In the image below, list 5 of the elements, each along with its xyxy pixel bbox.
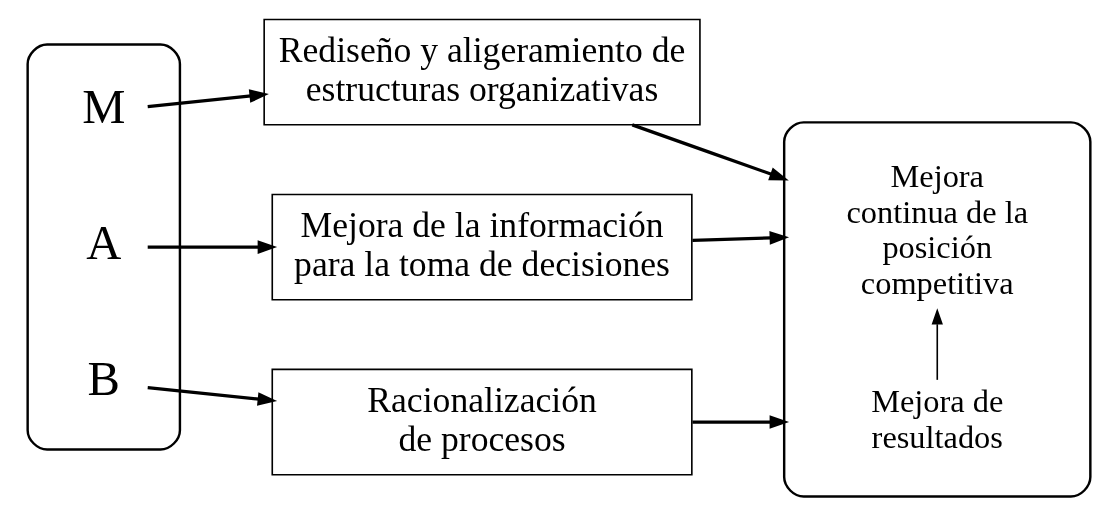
- node-text: M: [82, 79, 126, 134]
- node-text: Mejora de resultados: [871, 382, 1004, 455]
- node-text: B: [87, 351, 120, 406]
- node-text: Mejora continua de la posición competitiva: [846, 157, 1029, 301]
- node-text: A: [86, 215, 122, 270]
